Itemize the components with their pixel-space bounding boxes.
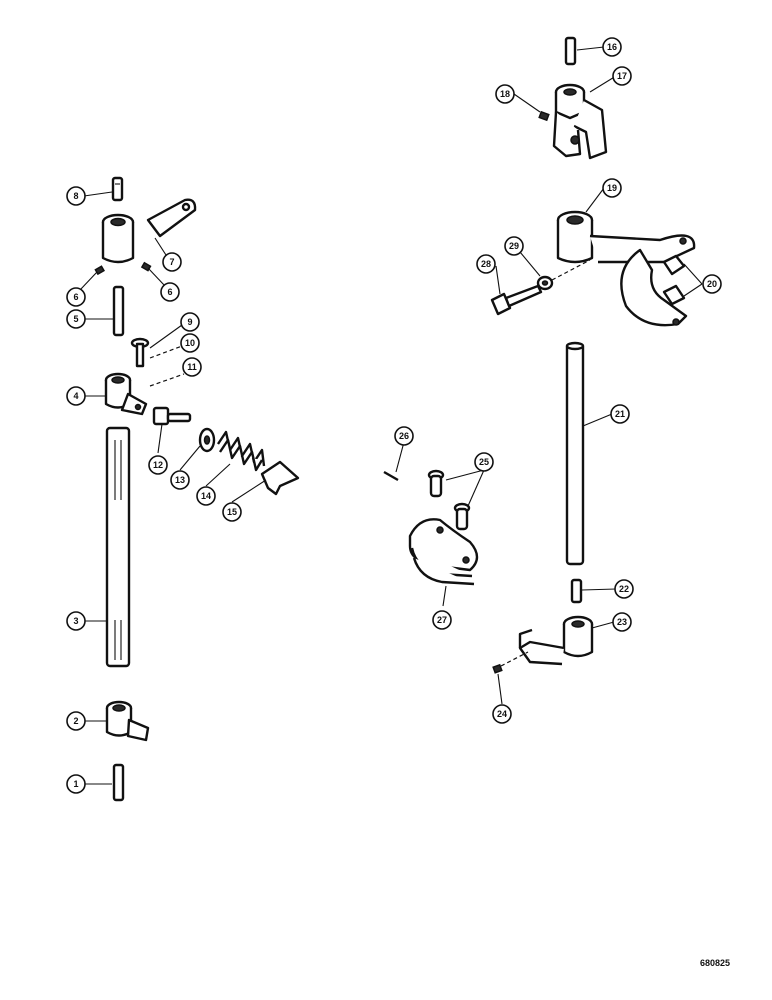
callout-3: 3 [66,611,86,631]
callout-7: 7 [162,252,182,272]
svg-text:26: 26 [399,431,409,441]
svg-text:12: 12 [153,460,163,470]
callout-16: 16 [602,37,622,57]
part-20-slide-shoe [662,254,686,306]
svg-text:28: 28 [481,259,491,269]
part-18-set-screw [538,110,550,122]
svg-text:7: 7 [169,257,174,267]
svg-text:13: 13 [175,475,185,485]
callout-24: 24 [492,704,512,724]
svg-text:1: 1 [73,779,78,789]
part-25-pin [427,469,471,531]
svg-text:27: 27 [437,615,447,625]
svg-text:8: 8 [73,191,78,201]
svg-text:21: 21 [615,409,625,419]
callout-18: 18 [495,84,515,104]
part-14-spring [217,430,266,472]
part-4-clamp-arm [104,372,148,416]
part-26-cotter-pin [383,470,399,482]
callout-25: 25 [474,452,494,472]
svg-text:22: 22 [619,584,629,594]
part-5-roll-pin [112,285,125,337]
svg-text:29: 29 [509,241,519,251]
part-1-roll-pin [112,763,125,802]
svg-text:23: 23 [617,617,627,627]
svg-text:2: 2 [73,716,78,726]
svg-text:20: 20 [707,279,717,289]
svg-text:14: 14 [201,491,211,501]
part-16-roll-pin [564,36,577,66]
part-7-lever-arm [101,198,197,264]
part-27-link [408,518,479,586]
callout-1: 1 [66,774,86,794]
part-23-bracket [518,615,594,666]
svg-text:5: 5 [73,314,78,324]
callout-17: 17 [612,66,632,86]
svg-text:9: 9 [187,317,192,327]
callout-26: 26 [394,426,414,446]
callout-15: 15 [222,502,242,522]
svg-text:15: 15 [227,507,237,517]
part-15-shoe [260,460,300,496]
callout-6b: 6 [160,282,180,302]
callout-21: 21 [610,404,630,424]
callout-20: 20 [702,274,722,294]
svg-text:6: 6 [167,287,172,297]
part-2-shaft-collar [105,700,150,742]
callout-5: 5 [66,309,86,329]
callout-27: 27 [432,610,452,630]
part-17-bracket [552,83,608,160]
svg-text:3: 3 [73,616,78,626]
part-9-bolt [130,337,150,368]
svg-text:4: 4 [73,391,78,401]
svg-text:18: 18 [500,89,510,99]
drawing-code: 680825 [700,958,731,968]
part-6-set-screw [94,261,152,276]
part-24-set-screw [492,663,503,674]
part-29-washer [536,275,554,291]
callout-12: 12 [148,455,168,475]
callout-19: 19 [602,178,622,198]
part-19-fork [556,210,696,327]
callout-2: 2 [66,711,86,731]
callout-22: 22 [614,579,634,599]
callout-4: 4 [66,386,86,406]
callout-10: 10 [180,333,200,353]
callout-13: 13 [170,470,190,490]
part-28-bolt [490,284,543,316]
callout-14: 14 [196,486,216,506]
callout-28: 28 [476,254,496,274]
part-3-splined-shaft [105,426,131,668]
part-12-plunger [152,406,192,426]
svg-text:11: 11 [187,362,197,372]
callout-29: 29 [504,236,524,256]
part-8-roll-pin [111,176,124,202]
svg-text:25: 25 [479,457,489,467]
part-13-washer [198,427,216,453]
callout-23: 23 [612,612,632,632]
callout-9: 9 [180,312,200,332]
part-22-roll-pin [570,578,583,604]
svg-text:19: 19 [607,183,617,193]
svg-text:24: 24 [497,709,507,719]
svg-text:6: 6 [73,292,78,302]
callout-8: 8 [66,186,86,206]
svg-text:16: 16 [607,42,617,52]
callout-6a: 6 [66,287,86,307]
svg-text:10: 10 [185,338,195,348]
part-21-rod [565,341,585,566]
callout-11: 11 [182,357,202,377]
svg-text:17: 17 [617,71,627,81]
